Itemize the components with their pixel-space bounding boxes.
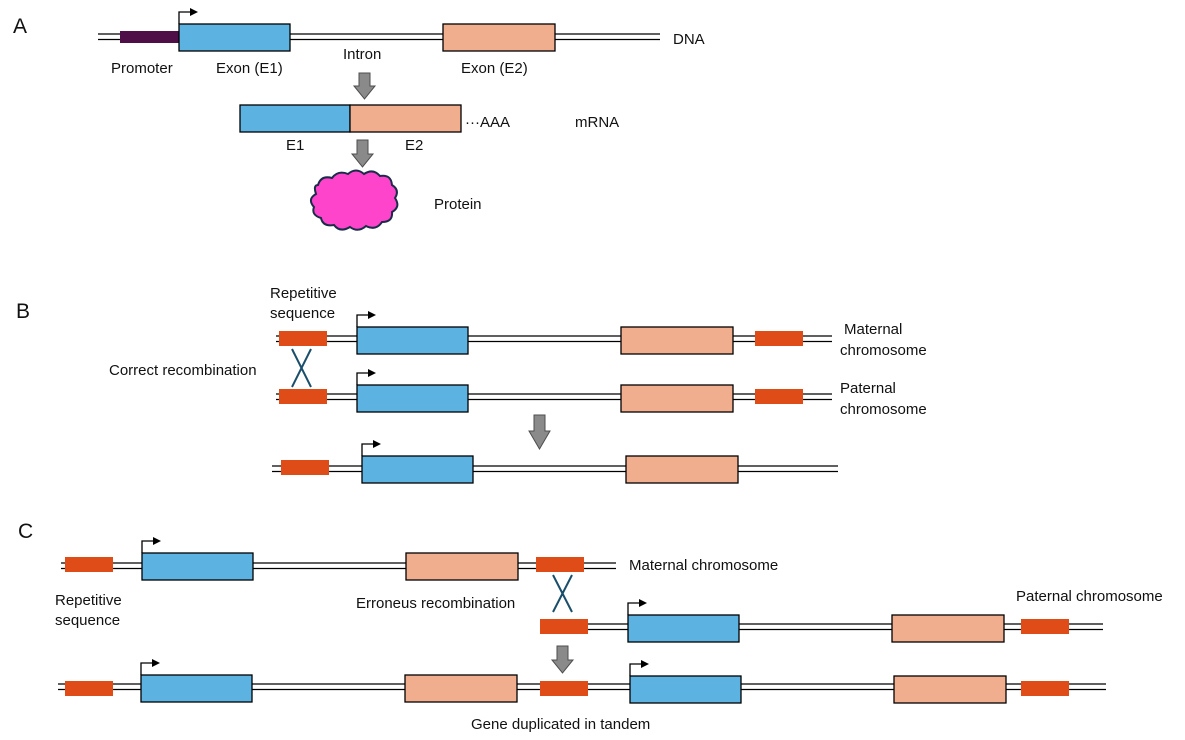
mrna-e2-label: E2: [405, 137, 423, 154]
repetitive-sequence: [536, 557, 584, 572]
exon1-box: [178, 23, 291, 52]
exon1-label: Exon (E1): [216, 60, 283, 77]
protein-blob-icon: [310, 169, 399, 231]
intron-label: Intron: [343, 46, 381, 63]
c-maternal-chromosome: [61, 536, 616, 581]
panel-b: B Repetitive sequence Correct recombinat…: [16, 285, 927, 484]
exon1-box: [356, 326, 469, 355]
panel-a: A Promoter Exon (E1) Intron Exon (E2) DN…: [13, 7, 705, 231]
c-crossover-icon: [552, 574, 573, 613]
repetitive-sequence: [281, 460, 329, 475]
exon1-box: [627, 614, 740, 643]
panel-b-label: B: [16, 300, 30, 323]
polya-tail-label: ···AAA: [465, 114, 510, 131]
mrna-exon2-box: [349, 104, 462, 133]
panel-c-label: C: [18, 520, 33, 543]
b-paternal-label-line2: chromosome: [840, 401, 927, 418]
transcription-start-arrow-icon: [141, 536, 162, 554]
transcription-start-arrow-icon: [627, 598, 648, 616]
exon2-box: [404, 674, 518, 703]
b-result-arrow-icon: [528, 414, 551, 450]
mrna-exon1-box: [239, 104, 351, 133]
b-repetitive-label-line2: sequence: [270, 305, 335, 322]
b-maternal-chromosome: [276, 310, 832, 355]
repetitive-sequence: [65, 681, 113, 696]
panel-c: C Maternal chromosome Repetitive sequenc…: [18, 520, 1163, 733]
translation-arrow-icon: [350, 139, 375, 168]
transcription-start-arrow-icon: [361, 439, 382, 457]
c-repetitive-label-line2: sequence: [55, 612, 120, 629]
exon2-box: [620, 326, 734, 355]
panel-a-label: A: [13, 15, 27, 38]
transcription-start-arrow-icon: [140, 658, 161, 676]
exon1-box: [361, 455, 474, 484]
b-crossover-icon: [291, 348, 312, 388]
exon1-box: [629, 675, 742, 704]
transcription-start-arrow-icon: [356, 310, 377, 328]
b-maternal-label-line2: chromosome: [840, 342, 927, 359]
b-result-chromosome: [272, 439, 838, 484]
b-maternal-label-line1: Maternal: [844, 321, 902, 338]
b-paternal-chromosome: [276, 368, 832, 413]
exon2-box: [625, 455, 739, 484]
protein-label: Protein: [434, 196, 482, 213]
dna-label: DNA: [673, 31, 705, 48]
c-paternal-chromosome: [540, 598, 1103, 643]
repetitive-sequence: [65, 557, 113, 572]
promoter-region: [120, 31, 180, 43]
c-recombination-label: Erroneus recombination: [356, 595, 515, 612]
transcription-start-arrow-icon: [178, 7, 199, 25]
repetitive-sequence: [1021, 681, 1069, 696]
exon2-box: [405, 552, 519, 581]
transcription-start-arrow-icon: [629, 659, 650, 677]
repetitive-sequence: [1021, 619, 1069, 634]
exon2-box: [891, 614, 1005, 643]
repetitive-sequence: [540, 681, 588, 696]
mrna-label: mRNA: [575, 114, 619, 131]
b-repetitive-label-line1: Repetitive: [270, 285, 337, 302]
b-recombination-label: Correct recombination: [109, 362, 257, 379]
repetitive-sequence: [279, 331, 327, 346]
repetitive-sequence: [755, 389, 803, 404]
b-paternal-label-line1: Paternal: [840, 380, 896, 397]
exon2-label: Exon (E2): [461, 60, 528, 77]
transcription-start-arrow-icon: [356, 368, 377, 386]
exon1-box: [356, 384, 469, 413]
promoter-label: Promoter: [111, 60, 173, 77]
exon1-box: [140, 674, 253, 703]
transcription-arrow-icon: [352, 72, 377, 100]
c-result-label: Gene duplicated in tandem: [471, 716, 650, 733]
repetitive-sequence: [755, 331, 803, 346]
c-result-arrow-icon: [550, 645, 575, 674]
repetitive-sequence: [279, 389, 327, 404]
c-paternal-label: Paternal chromosome: [1016, 588, 1163, 605]
c-maternal-label: Maternal chromosome: [629, 557, 778, 574]
exon2-box: [893, 675, 1007, 704]
repetitive-sequence: [540, 619, 588, 634]
c-repetitive-label-line1: Repetitive: [55, 592, 122, 609]
exon1-box: [141, 552, 254, 581]
exon2-box: [442, 23, 556, 52]
c-result-chromosome: [58, 658, 1106, 704]
mrna-e1-label: E1: [286, 137, 304, 154]
exon2-box: [620, 384, 734, 413]
